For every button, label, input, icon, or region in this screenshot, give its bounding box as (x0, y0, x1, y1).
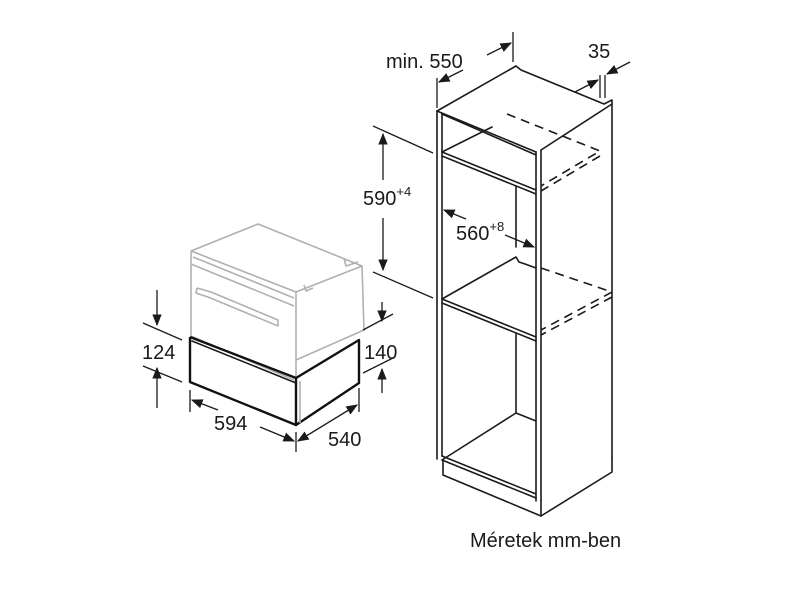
label-rear-gap: 35 (588, 41, 611, 63)
caption-units: Méretek mm-ben (470, 530, 622, 552)
niche-width-value: 560 (456, 223, 490, 245)
niche-height-tolerance: +4 (396, 184, 412, 199)
label-drawer-depth: 540 (328, 429, 362, 451)
label-drawer-height-front: 124 (142, 342, 176, 364)
tall-cabinet (436, 65, 615, 517)
niche-width-tolerance: +8 (489, 219, 505, 234)
oven-outline (190, 223, 365, 381)
dim-drawer-height-side (362, 302, 394, 393)
warming-drawer (188, 335, 361, 427)
dim-niche-width (442, 209, 536, 248)
label-drawer-width: 594 (214, 413, 248, 435)
dim-cabinet-depth (436, 32, 514, 108)
label-niche-width: 560+8 (456, 220, 504, 245)
label-niche-height: 590+4 (363, 185, 411, 210)
dim-niche-height (372, 125, 434, 299)
dim-drawer-width (189, 390, 297, 452)
dim-rear-gap (574, 61, 631, 98)
dim-drawer-depth (297, 388, 360, 442)
dim-drawer-height-front (142, 290, 183, 408)
label-drawer-height-side: 140 (364, 342, 398, 364)
niche-height-value: 590 (363, 188, 397, 210)
label-cabinet-depth: min. 550 (386, 51, 463, 73)
